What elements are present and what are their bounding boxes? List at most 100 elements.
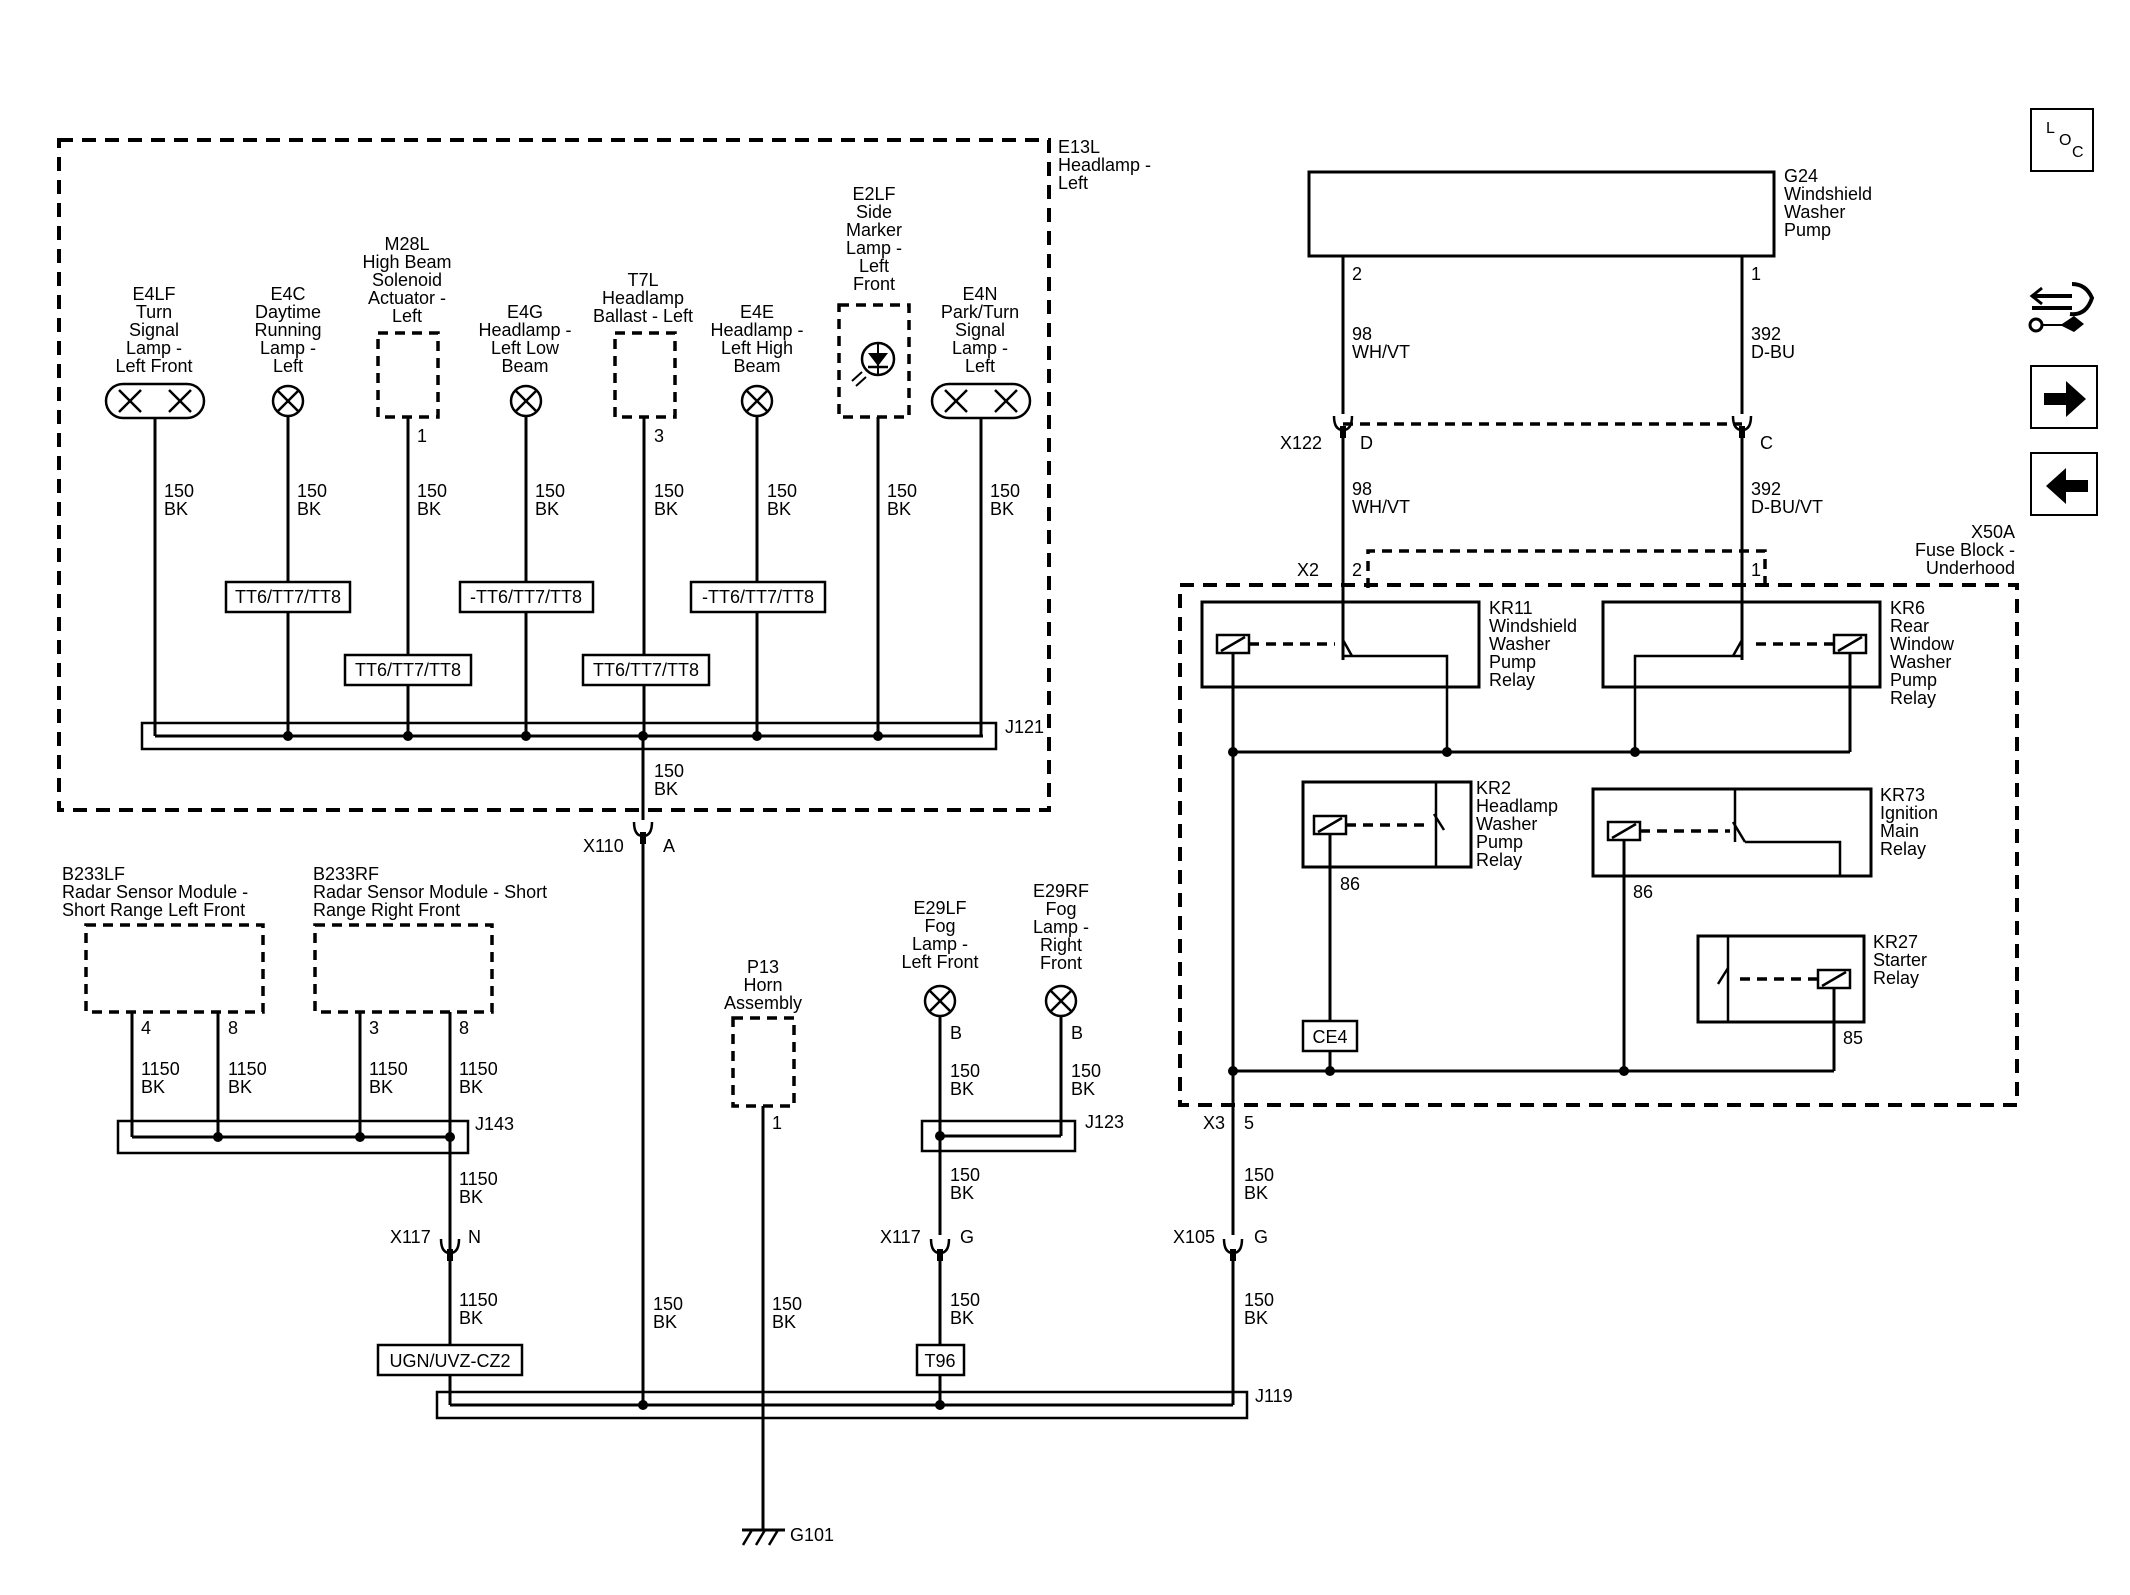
svg-text:-TT6/TT7/TT8: -TT6/TT7/TT8 [470,587,582,607]
svg-text:X2: X2 [1297,560,1319,580]
connector-wrench-icon [2028,282,2095,333]
e13l-label: E13L Headlamp -Left [1058,137,1151,193]
back-button[interactable] [2030,452,2098,516]
svg-text:J123: J123 [1085,1112,1124,1132]
svg-text:85: 85 [1843,1028,1863,1048]
lamp-icon [923,984,957,1018]
x122-pin-c-icon [1731,414,1753,440]
svg-text:B: B [1071,1023,1083,1043]
x110-connector-icon [632,820,654,846]
lamp-icon [1044,984,1078,1018]
loc-button[interactable]: L O C [2030,108,2094,172]
svg-text:86: 86 [1633,882,1653,902]
svg-text:N: N [468,1227,481,1247]
svg-text:T96: T96 [924,1351,955,1371]
x105-connector-icon [1222,1237,1244,1263]
loc-label: L [2046,120,2055,137]
svg-text:TT6/TT7/TT8: TT6/TT7/TT8 [593,660,699,680]
x50a-fuse-block-boundary [1178,583,2019,1107]
relay-coil-icon [1832,633,1868,655]
x117-g-connector-icon [929,1237,951,1263]
relay-coil-icon [1816,968,1852,990]
svg-text:2: 2 [1352,560,1362,580]
connector-wrench-button[interactable] [2026,274,2100,344]
svg-text:CE4: CE4 [1312,1027,1347,1047]
lamp-icon [740,384,774,418]
svg-text:4: 4 [141,1018,151,1038]
svg-text:3: 3 [654,426,664,446]
j119-splice-bar [435,1390,1249,1420]
e13l-boundary [57,138,1051,812]
svg-text:G: G [960,1227,974,1247]
svg-text:X110: X110 [583,836,624,856]
svg-text:TT6/TT7/TT8: TT6/TT7/TT8 [235,587,341,607]
svg-text:J119: J119 [1255,1386,1293,1406]
j143-splice-bar [116,1119,470,1155]
svg-text:A: A [663,836,675,856]
dual-filament-lamp-icon [930,382,1032,420]
arrow-left-icon [2046,468,2088,504]
svg-text:-TT6/TT7/TT8: -TT6/TT7/TT8 [702,587,814,607]
dual-filament-lamp-icon [104,382,206,420]
svg-text:TT6/TT7/TT8: TT6/TT7/TT8 [355,660,461,680]
svg-text:G101: G101 [790,1525,834,1545]
relay-coil-icon [1312,814,1348,836]
svg-text:5: 5 [1244,1113,1254,1133]
svg-text:X105: X105 [1173,1227,1215,1247]
svg-text:X3: X3 [1203,1113,1225,1133]
lamp-icon [271,384,305,418]
x122-pin-d-icon [1332,414,1354,440]
j121-label: J121 [1005,717,1044,737]
svg-text:1: 1 [1751,560,1761,580]
svg-text:X122: X122 [1280,433,1322,453]
j123-splice-bar [920,1119,1077,1153]
forward-button[interactable] [2030,365,2098,429]
